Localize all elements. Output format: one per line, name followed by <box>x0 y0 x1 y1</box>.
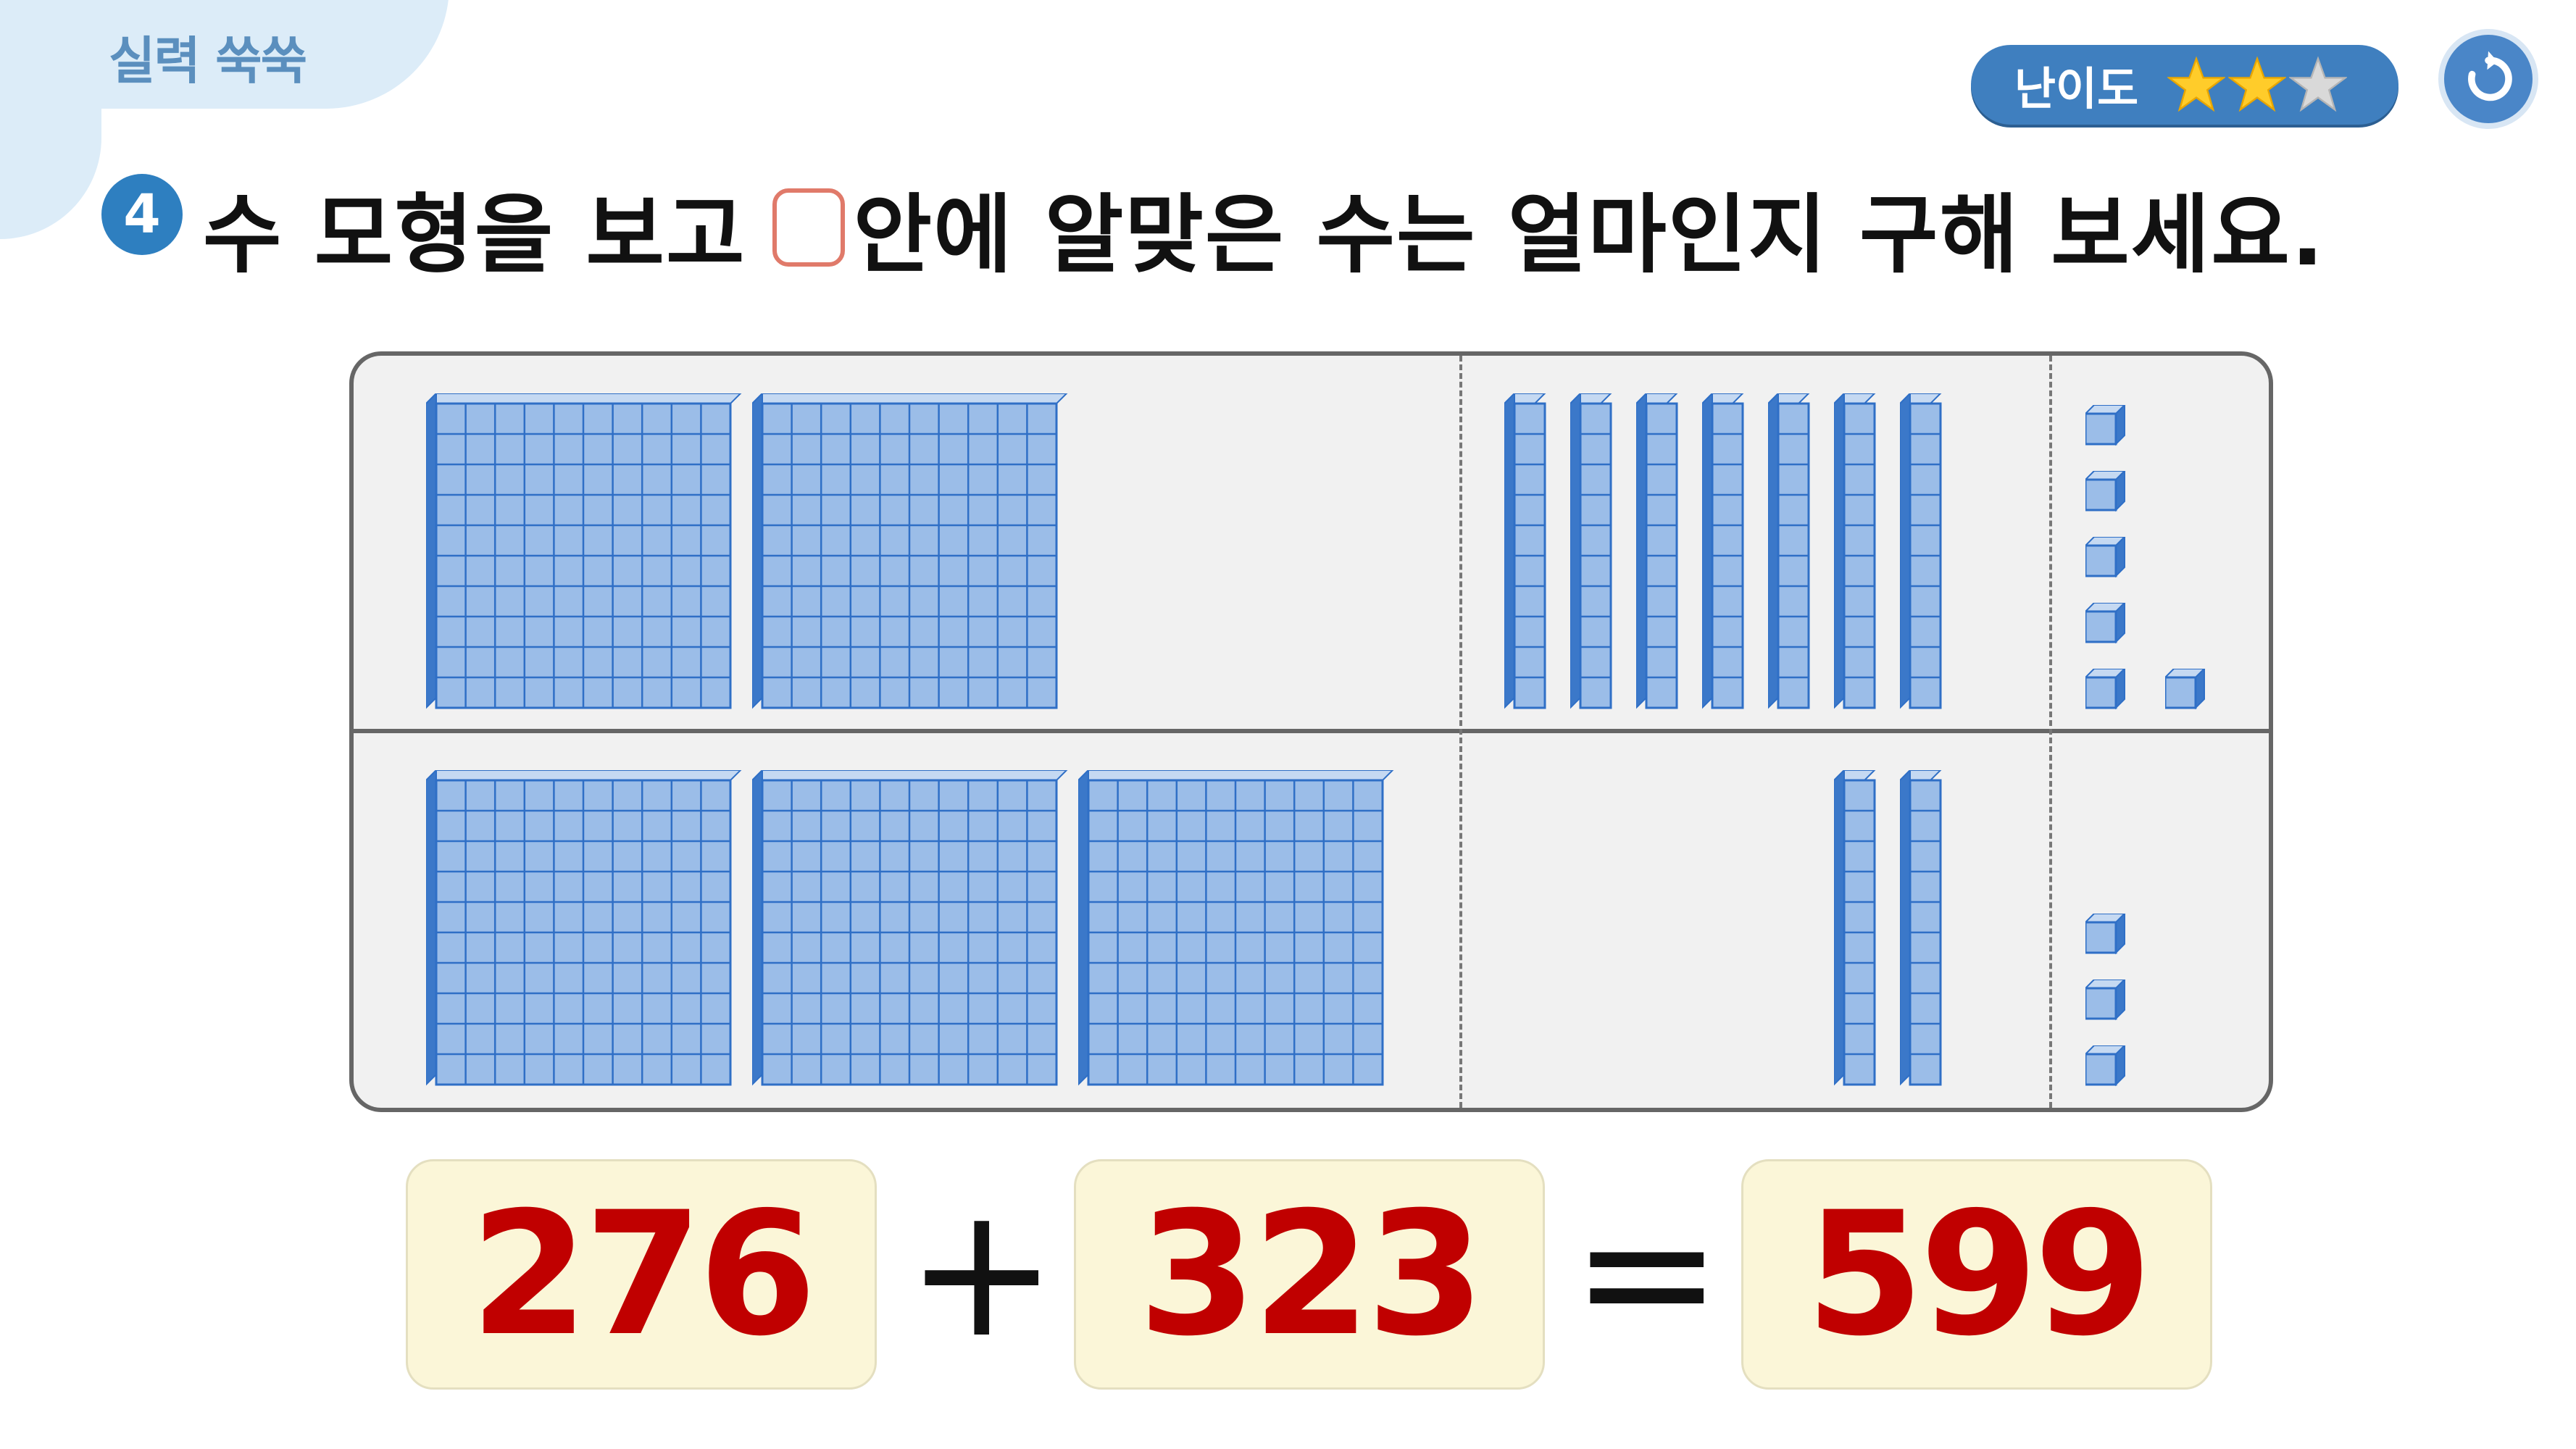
ten-rod <box>1900 393 1942 709</box>
hundred-block <box>1078 770 1394 1086</box>
answer-box-icon <box>772 188 845 267</box>
result-box: 599 <box>1741 1159 2212 1390</box>
one-cube <box>2085 1045 2126 1087</box>
difficulty-label: 난이도 <box>2014 62 2139 115</box>
hundred-block <box>752 393 1068 709</box>
hundred-block <box>426 393 742 709</box>
ten-rod <box>1570 393 1612 709</box>
ten-rod <box>1636 393 1678 709</box>
ten-rod <box>1504 393 1546 709</box>
one-cube <box>2085 914 2126 955</box>
star-filled-icon <box>2167 56 2226 112</box>
ten-rod <box>1702 393 1744 709</box>
ten-rod <box>1834 770 1876 1086</box>
star-filled-icon <box>2228 56 2287 112</box>
ten-rod <box>1900 770 1942 1086</box>
equals-sign: = <box>1571 1166 1723 1377</box>
one-cube <box>2085 603 2126 644</box>
question-text: 수 모형을 보고 안에 알맞은 수는 얼마인지 구해 보세요. <box>203 165 2325 289</box>
question-text-before: 수 모형을 보고 <box>203 185 746 285</box>
plus-sign: + <box>906 1166 1058 1377</box>
refresh-button[interactable] <box>2438 29 2538 129</box>
question-number: 4 <box>101 174 183 255</box>
difficulty-badge: 난이도 <box>1971 45 2398 125</box>
one-cube <box>2085 537 2126 578</box>
one-cube <box>2165 669 2206 710</box>
operand2-box: 323 <box>1074 1159 1545 1390</box>
one-cube <box>2085 669 2126 710</box>
one-cube <box>2085 405 2126 446</box>
panel-divider-horizontal <box>354 729 2269 733</box>
star-empty-icon <box>2289 56 2348 112</box>
panel-divider-hundreds-tens <box>1459 356 1462 1108</box>
ten-rod <box>1834 393 1876 709</box>
ten-rod <box>1768 393 1810 709</box>
question-text-after: 안에 알맞은 수는 얼마인지 구해 보세요. <box>853 185 2325 285</box>
section-tab <box>0 0 449 109</box>
number-model-panel <box>349 351 2273 1112</box>
one-cube <box>2085 980 2126 1021</box>
refresh-icon <box>2468 51 2512 101</box>
hundred-block <box>752 770 1068 1086</box>
panel-divider-tens-ones <box>2049 356 2052 1108</box>
hundred-block <box>426 770 742 1086</box>
section-label: 실력 쑥쑥 <box>109 31 307 91</box>
operand1-box: 276 <box>406 1159 877 1390</box>
one-cube <box>2085 471 2126 512</box>
